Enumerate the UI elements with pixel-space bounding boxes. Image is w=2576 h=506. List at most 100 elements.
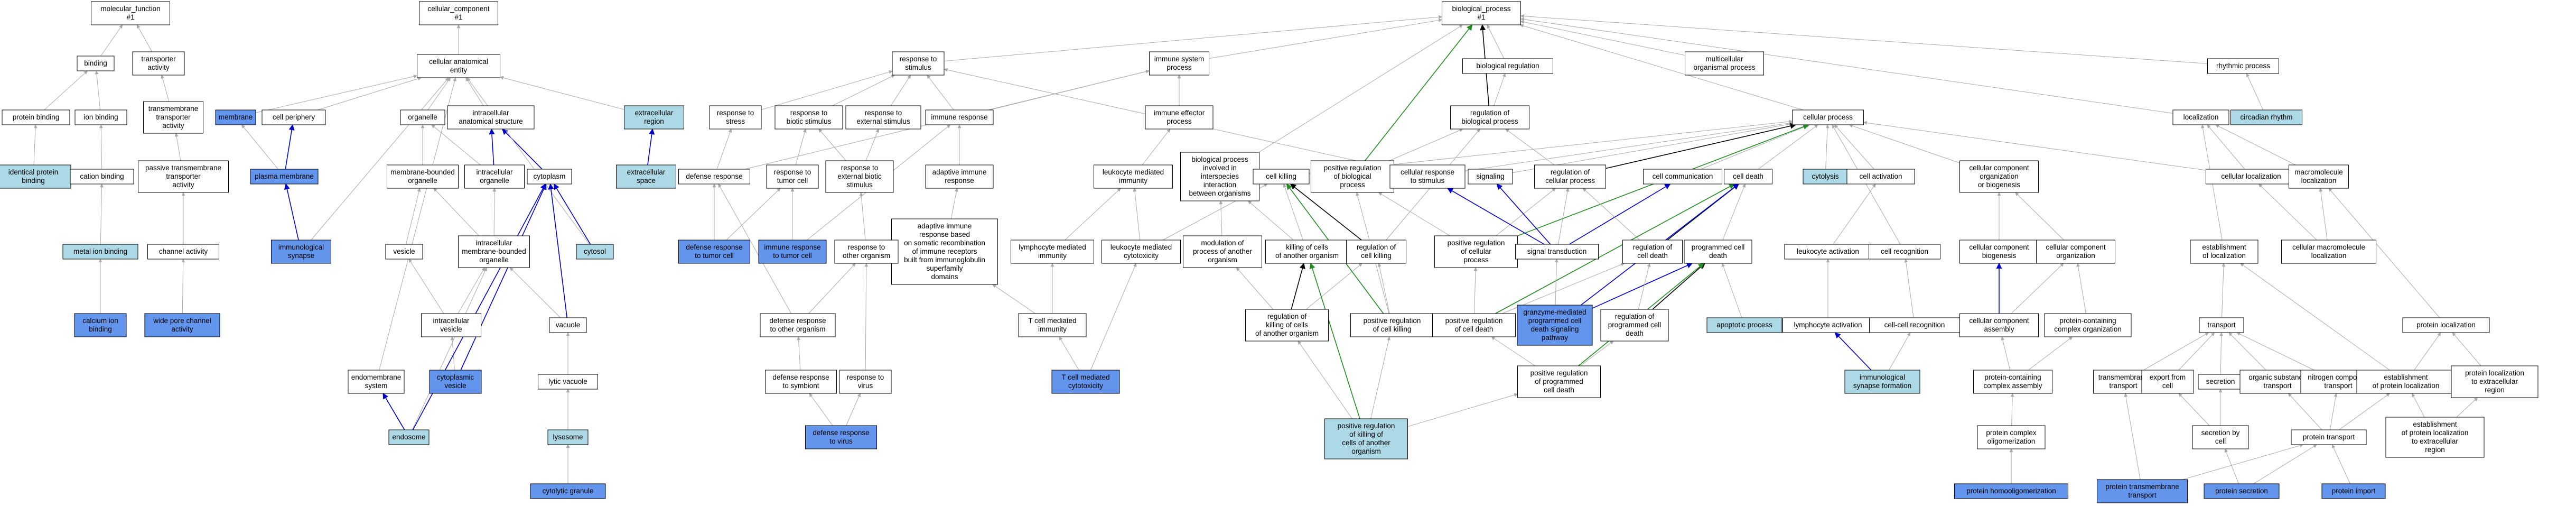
node-lymphocyte-activation: lymphocyte activation: [1782, 317, 1873, 333]
node-box: [1803, 169, 1848, 185]
node-label-line: transmembrane: [148, 105, 199, 113]
node-label-line: response based: [919, 231, 970, 238]
node-box: [2141, 370, 2194, 394]
node-label-line: killing of cells: [1266, 321, 1308, 329]
edge-isa: [499, 76, 624, 110]
node-box: [616, 164, 676, 189]
node-signal-transduction: signal transduction: [1515, 244, 1599, 260]
node-membrane: membrane: [215, 109, 256, 125]
node-label-line: leukocyte mediated: [1110, 243, 1172, 251]
node-box: [1643, 169, 1722, 185]
node-label-line: localization: [2311, 252, 2347, 260]
node-label-line: cell recognition: [1881, 247, 1928, 255]
node-label-line: modulation of: [1201, 239, 1244, 247]
node-box: [1977, 425, 2046, 449]
node-box: [2036, 240, 2115, 264]
node-box: [1311, 160, 1394, 193]
node-label-line: of programmed: [1535, 378, 1583, 385]
node-box: [1517, 365, 1601, 398]
node-label-line: leukocyte mediated: [1103, 168, 1164, 176]
edge-isa: [405, 188, 421, 245]
node-box: [1462, 58, 1553, 74]
node-label-line: immunological: [1860, 373, 1905, 381]
node-label-line: transmembrane: [2098, 373, 2149, 381]
node-label-line: lymphocyte activation: [1794, 321, 1862, 329]
node-cell-death: cell death: [1724, 169, 1772, 185]
node-label-line: biogenesis: [1982, 252, 2017, 260]
node-bp: biological_process#1: [1442, 1, 1521, 25]
edge-isa: [864, 263, 869, 371]
edge-isa: [1701, 124, 1810, 170]
node-label-line: intracellular: [476, 168, 513, 176]
node-box: [143, 101, 203, 134]
node-label-line: positive regulation: [1364, 317, 1421, 325]
node-label-line: to other organism: [770, 325, 825, 333]
node-box: [678, 240, 750, 264]
node-cell-periphery: cell periphery: [262, 109, 326, 125]
edge-isa: [1306, 263, 1362, 310]
edge-isa: [2178, 393, 2210, 426]
edge-isa: [311, 77, 449, 241]
edge-isa: [95, 70, 101, 111]
node-label-line: localization: [2183, 113, 2219, 121]
node-box: [760, 313, 836, 337]
node-label-line: built from immunoglobulin: [904, 256, 985, 264]
node-box: [1350, 313, 1434, 337]
node-label-line: positive regulation: [1530, 369, 1588, 377]
node-protein-localization: protein localization: [2402, 317, 2490, 333]
node-label-line: to symbiont: [782, 382, 819, 390]
node-label-line: transport: [2128, 491, 2157, 499]
node-label-line: membrane-bounded: [390, 168, 455, 176]
edge-part: [553, 183, 591, 245]
edge-part: [1592, 263, 1693, 309]
node-label-line: regulation of: [1357, 243, 1396, 251]
node-label-line: response to: [847, 373, 884, 381]
edge-isa: [1889, 332, 1911, 371]
node-label-line: transport: [2109, 382, 2138, 390]
edge-isa: [466, 77, 590, 245]
edge-isa: [1825, 124, 1830, 170]
node-box: [458, 235, 530, 268]
node-label-line: of another organism: [1275, 252, 1339, 260]
node-protein-homooligo: protein homooligomerization: [1954, 483, 2068, 499]
node-box: [1684, 240, 1752, 264]
node-box: [1706, 317, 1782, 333]
node-box: [1389, 164, 1466, 189]
node-box: [576, 244, 614, 260]
node-label-line: superfamily: [926, 264, 963, 272]
edge-reg: [1290, 183, 1362, 241]
edge-isa: [716, 128, 732, 170]
edge-isa: [1557, 188, 1570, 245]
edge-isa: [865, 128, 880, 161]
node-label-line: defense response: [686, 172, 742, 180]
edge-isa: [174, 133, 181, 161]
edge-isa: [2028, 336, 2073, 371]
node-label-line: process: [1340, 181, 1365, 189]
node-label-line: immune system: [1154, 55, 1205, 63]
node-label-line: interaction: [1203, 181, 1236, 189]
node-label-line: signaling: [1476, 172, 1504, 180]
edge-isa: [1519, 24, 1804, 111]
node-label-line: organelle: [480, 177, 509, 185]
node-ion-binding: ion binding: [74, 109, 127, 125]
node-label-line: cellular process: [1545, 177, 1595, 185]
edge-isa: [1491, 336, 1536, 366]
node-box: [1346, 240, 1406, 264]
node-label-line: response to: [790, 109, 828, 117]
node-label-line: transport: [2207, 321, 2236, 329]
edge-isa: [1554, 259, 1558, 306]
edge-isa: [859, 192, 866, 241]
node-box: [765, 370, 837, 394]
node-label-line: activity: [162, 122, 184, 130]
node-box: [1846, 169, 1915, 185]
